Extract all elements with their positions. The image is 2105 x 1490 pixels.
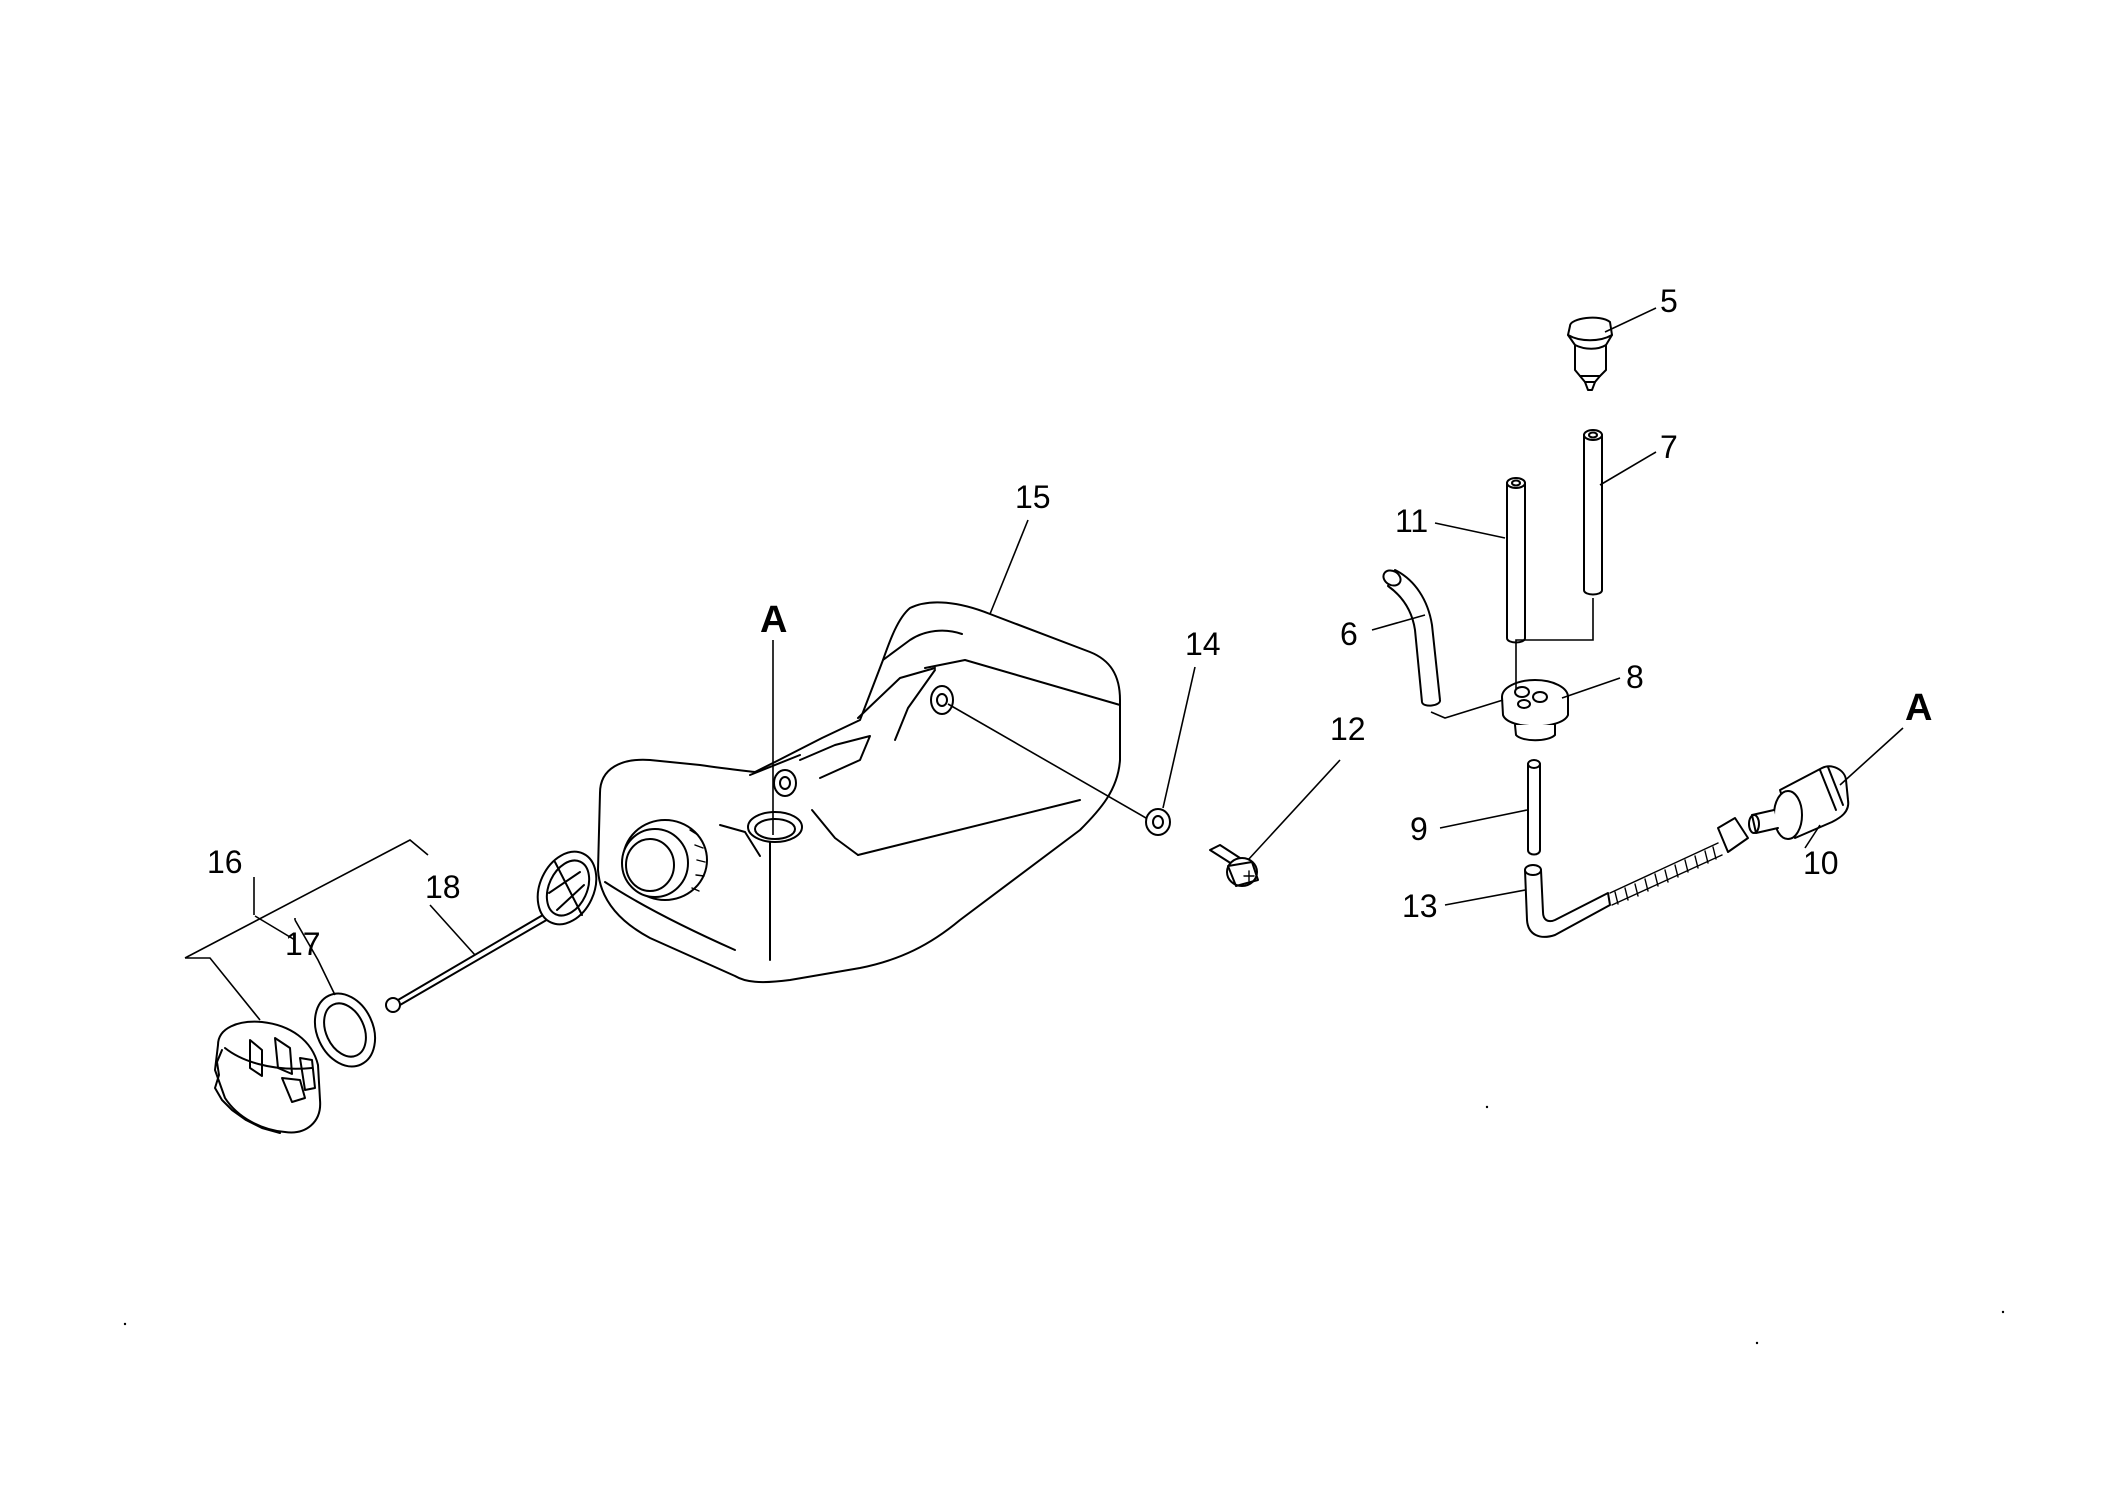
- label-part-10: 10: [1803, 845, 1839, 881]
- leader-lines: [184, 307, 1904, 1021]
- label-part-7: 7: [1660, 429, 1678, 465]
- label-part-18: 18: [425, 869, 461, 905]
- label-part-5: 5: [1660, 283, 1678, 319]
- strainer-part: [385, 850, 598, 1013]
- part-number-labels: 5 7 11 6 8 9 13 10 12 14 15 16 17 18 A A: [207, 283, 1932, 962]
- tube-7-part: [1583, 429, 1603, 596]
- label-part-17: 17: [285, 926, 321, 962]
- label-part-8: 8: [1626, 659, 1644, 695]
- tube-9-part: [1527, 759, 1541, 856]
- fuel-line-part: [1524, 817, 1749, 938]
- fuel-cap-part: [214, 1020, 322, 1134]
- label-part-15: 15: [1015, 479, 1051, 515]
- filter-part: [1567, 316, 1613, 391]
- label-part-6: 6: [1340, 616, 1358, 652]
- tube-11-part: [1506, 477, 1526, 644]
- label-part-14: 14: [1185, 626, 1221, 662]
- connector-part: [1748, 765, 1850, 840]
- grommet-part: [1501, 679, 1569, 742]
- label-part-9: 9: [1410, 811, 1428, 847]
- fuel-tank-part: [597, 601, 1121, 984]
- label-reference-a-tank: A: [760, 599, 787, 641]
- curved-tube-6-part: [1382, 569, 1441, 707]
- label-part-12: 12: [1330, 711, 1366, 747]
- label-reference-a-connector: A: [1905, 687, 1932, 729]
- label-part-16: 16: [207, 844, 243, 880]
- label-part-13: 13: [1402, 888, 1438, 924]
- washer-part: [1145, 808, 1171, 836]
- gasket-part: [313, 992, 377, 1068]
- label-part-11: 11: [1395, 503, 1428, 539]
- bolt-part: [1209, 844, 1259, 887]
